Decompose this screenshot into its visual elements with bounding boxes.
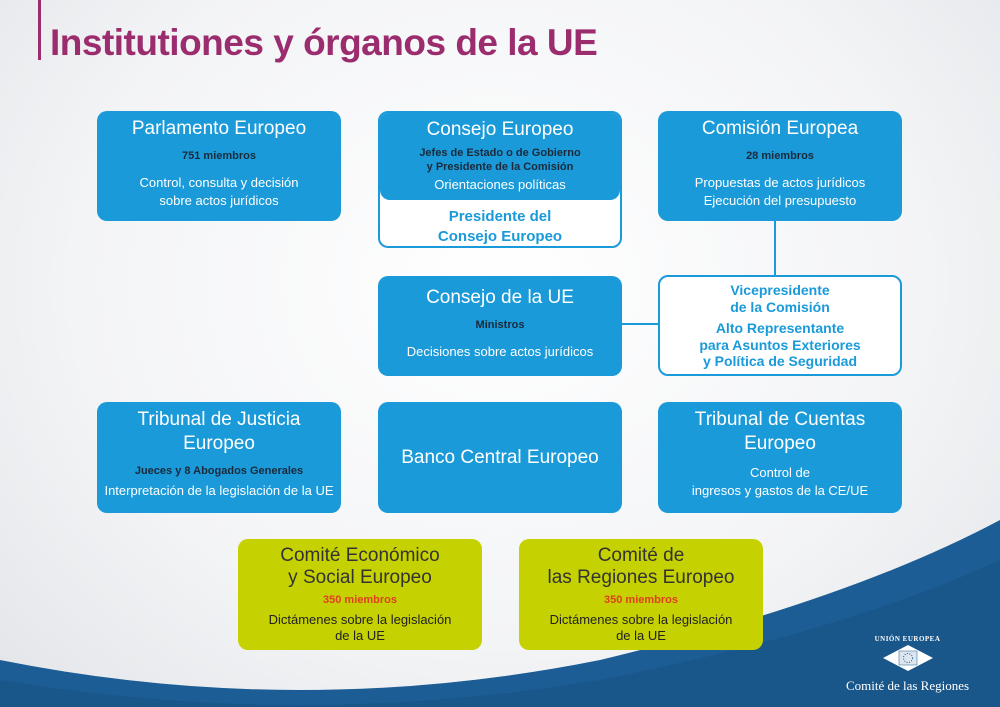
box-vicepresidente: Vicepresidente de la Comisión Alto Repre… — [658, 275, 902, 376]
box-title: Comité de — [597, 545, 685, 566]
vp-line: Alto Representante — [715, 320, 845, 336]
box-title: Banco Central Europeo — [401, 446, 599, 468]
vp-line: para Asuntos Exteriores — [699, 336, 861, 353]
box-members: y Presidente de la Comisión — [426, 161, 574, 173]
box-desc: de la UE — [335, 628, 385, 643]
box-banco-central: Banco Central Europeo — [378, 402, 622, 513]
box-desc: Propuestas de actos jurídicos — [694, 175, 866, 190]
box-title: Tribunal de Justicia — [137, 409, 301, 430]
box-desc: Dictámenes sobre la legislación — [549, 612, 733, 627]
cdr-logo: UNIÓN EUROPEA Comité de las Regiones — [835, 635, 980, 694]
box-desc: Control de — [750, 465, 810, 480]
box-members: 28 miembros — [746, 150, 814, 162]
box-title: y Social Europeo — [288, 567, 432, 588]
box-title: Comité Económico — [280, 545, 440, 566]
box-consejo-ue: Consejo de la UE Ministros Decisiones so… — [378, 276, 622, 376]
box-title: Comisión Europea — [701, 118, 859, 139]
box-desc: Orientaciones políticas — [434, 177, 566, 192]
box-title: Tribunal de Cuentas — [694, 409, 866, 430]
connector-consejo-vicepresidente — [622, 323, 659, 325]
eu-flag-emblem-icon — [882, 645, 933, 671]
vp-line: y Política de Seguridad — [702, 353, 858, 369]
box-members: 751 miembros — [182, 150, 256, 162]
box-consejo-europeo: Consejo Europeo Jefes de Estado o de Gob… — [378, 111, 622, 248]
title-accent-bar — [38, 0, 41, 60]
box-title: Europeo — [183, 433, 255, 454]
box-desc: de la UE — [616, 628, 666, 643]
box-title: Consejo de la UE — [426, 287, 574, 308]
box-members: Jefes de Estado o de Gobierno — [419, 147, 581, 159]
logo-name: Comité de las Regiones — [845, 678, 970, 693]
box-title: las Regiones Europeo — [547, 567, 735, 588]
vp-line: Vicepresidente — [730, 282, 830, 298]
connector-comision-vicepresidente — [774, 221, 776, 276]
box-desc: Decisiones sobre actos jurídicos — [406, 344, 594, 359]
president-label: Presidente del — [448, 208, 552, 225]
box-desc: Interpretación de la legislación de la U… — [104, 483, 334, 498]
box-members: 350 miembros — [604, 594, 678, 606]
box-title: Consejo Europeo — [426, 119, 574, 140]
box-desc: sobre actos jurídicos — [159, 193, 279, 208]
box-desc: ingresos y gastos de la CE/UE — [691, 483, 869, 498]
box-title: Europeo — [744, 433, 816, 454]
box-members: 350 miembros — [323, 594, 397, 606]
box-parlamento-europeo: Parlamento Europeo 751 miembros Control,… — [97, 111, 341, 221]
box-members: Jueces y 8 Abogados Generales — [134, 465, 304, 477]
page-title: Institutiones y órganos de la UE — [50, 22, 598, 63]
box-desc: Dictámenes sobre la legislación — [268, 612, 452, 627]
box-desc: Control, consulta y decisión — [139, 175, 299, 190]
box-comision-europea: Comisión Europea 28 miembros Propuestas … — [658, 111, 902, 221]
box-title: Parlamento Europeo — [131, 118, 307, 139]
vp-line: de la Comisión — [730, 298, 830, 315]
box-desc: Ejecución del presupuesto — [703, 193, 857, 208]
box-members: Ministros — [475, 319, 525, 331]
logo-top-text: UNIÓN EUROPEA — [874, 635, 941, 643]
president-label: Consejo Europeo — [437, 228, 563, 245]
